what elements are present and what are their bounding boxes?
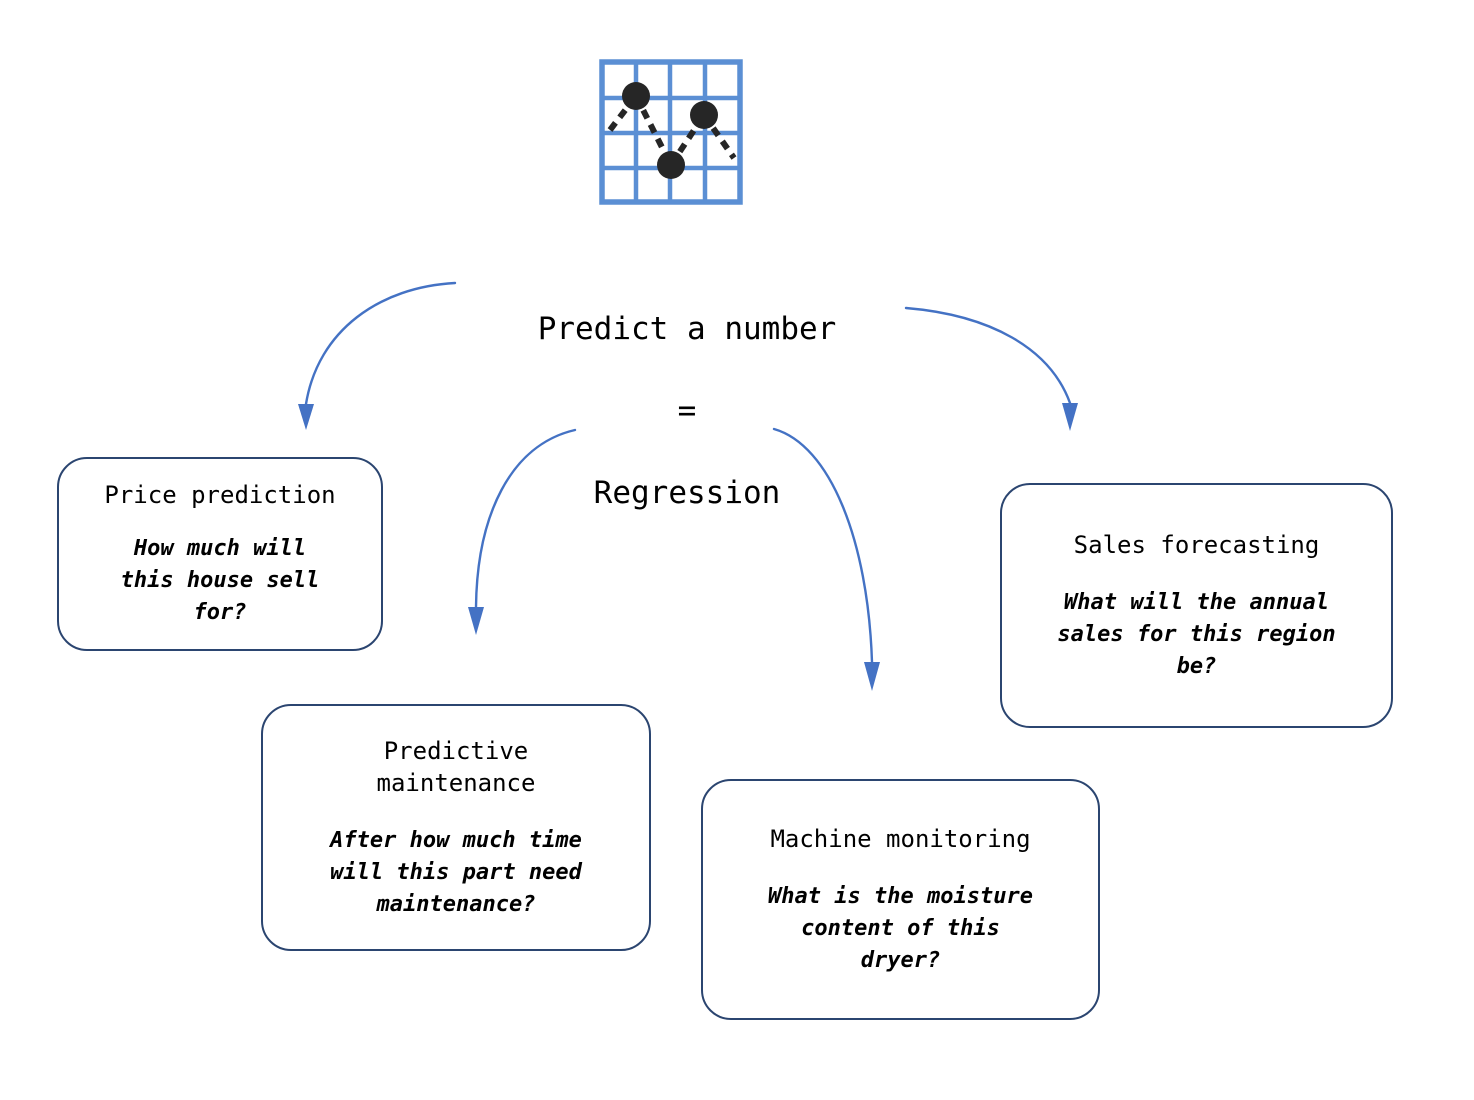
regression-scatter-grid-icon bbox=[599, 59, 743, 205]
center-title: Predict a number = Regression bbox=[437, 268, 937, 555]
center-title-line-3: Regression bbox=[593, 475, 781, 511]
node-question-sales-forecasting: What will the annual sales for this regi… bbox=[1057, 589, 1336, 679]
node-title-machine-monitoring: Machine monitoring bbox=[770, 824, 1031, 853]
node-title-price-prediction: Price prediction bbox=[104, 481, 336, 509]
arrow-to-price-prediction bbox=[298, 281, 457, 430]
node-box-machine-monitoring[interactable]: Machine monitoring What is the moisture … bbox=[701, 779, 1100, 1020]
node-box-price-prediction[interactable]: Price prediction How much will this hous… bbox=[57, 457, 383, 651]
center-title-line-2: = bbox=[677, 393, 697, 429]
node-question-machine-monitoring: What is the moisture content of this dry… bbox=[768, 883, 1033, 973]
node-question-price-prediction: How much will this house sell for? bbox=[120, 536, 320, 625]
node-title-sales-forecasting: Sales forecasting bbox=[1073, 530, 1320, 559]
node-question-predictive-maintenance: After how much time will this part need … bbox=[330, 827, 582, 917]
node-title-predictive-maintenance: Predictive maintenance bbox=[376, 736, 536, 797]
node-box-sales-forecasting[interactable]: Sales forecasting What will the annual s… bbox=[1000, 483, 1393, 728]
center-title-line-1: Predict a number bbox=[537, 311, 837, 347]
node-box-predictive-maintenance[interactable]: Predictive maintenance After how much ti… bbox=[261, 704, 651, 951]
